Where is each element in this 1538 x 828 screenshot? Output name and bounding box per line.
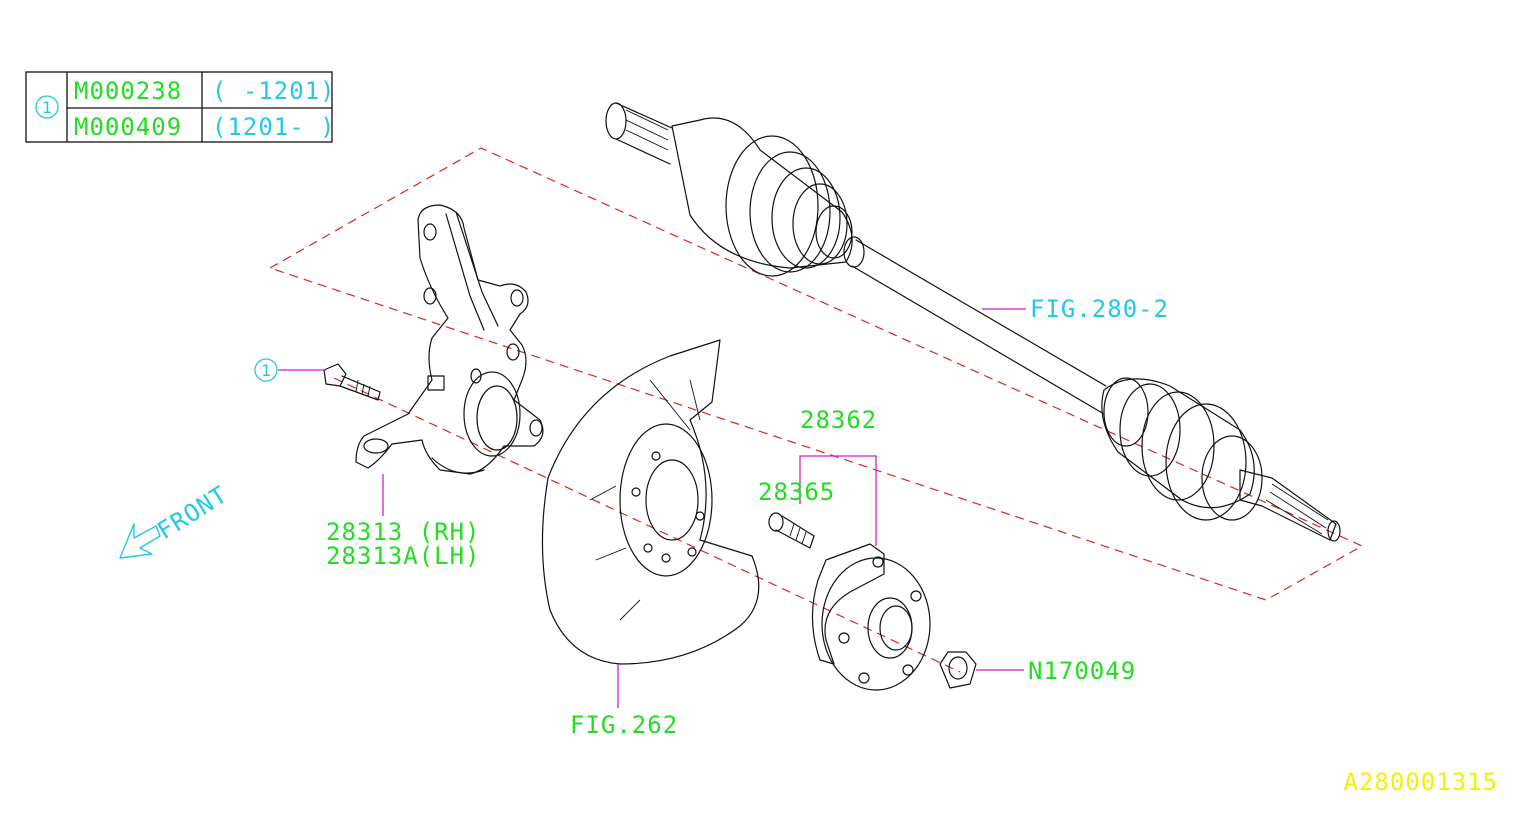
knuckle-lh-part-number: 28313A(LH) [326, 542, 481, 570]
knuckle-bolt [323, 363, 381, 401]
assembly-axis [333, 377, 961, 673]
revision-range-1: ( -1201) [212, 77, 336, 105]
hub-assembly [811, 543, 931, 691]
revision-table: 1 M000238 ( -1201) M000409 (1201- ) [25, 71, 336, 143]
front-arrow: FRONT [119, 480, 233, 559]
bolt-ref-circle [254, 358, 278, 382]
revision-ref-number: 1 [42, 98, 52, 117]
front-label: FRONT [152, 480, 232, 545]
drive-shaft-reference: FIG.280-2 [1030, 295, 1169, 323]
hub-nut [939, 651, 977, 689]
revision-range-2: (1201- ) [212, 113, 336, 141]
hub-bolt-part-number: 28365 [758, 478, 835, 506]
revision-code-1: M000238 [74, 77, 182, 105]
hub-assembly-part-number: 28362 [800, 406, 877, 434]
drawing-id: A280001315 [1344, 768, 1499, 796]
drive-shaft [605, 102, 1341, 542]
leader-lines [278, 308, 1026, 708]
revision-code-2: M000409 [74, 113, 182, 141]
back-plate [541, 339, 760, 665]
revision-ref-circle [35, 95, 59, 119]
hub-bolt [768, 512, 815, 549]
nut-part-number: N170049 [1028, 657, 1136, 685]
front-arrow-icon [119, 523, 161, 559]
back-plate-reference: FIG.262 [570, 711, 678, 739]
steering-knuckle [355, 204, 544, 475]
bolt-ref-number: 1 [261, 361, 271, 380]
knuckle-rh-part-number: 28313 (RH) [326, 518, 481, 546]
assembly-boundary [268, 147, 1364, 601]
